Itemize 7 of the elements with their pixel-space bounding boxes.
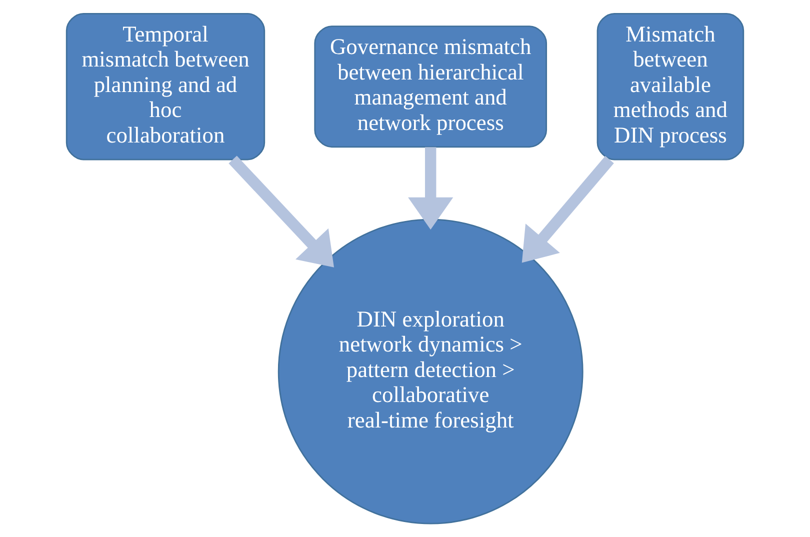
arrow <box>408 147 454 230</box>
node-circle: DIN exploration network dynamics > pattern detection > collaborative real-time foresight <box>278 218 584 524</box>
node-box: Mismatch between available methods and DIN process <box>596 12 744 160</box>
node-box: Temporal mismatch between planning and ad hoc collaboration <box>66 12 266 160</box>
arrow <box>522 156 614 263</box>
node-box: Governance mismatch between hierarchical management and network process <box>314 26 548 148</box>
arrow <box>228 156 334 268</box>
